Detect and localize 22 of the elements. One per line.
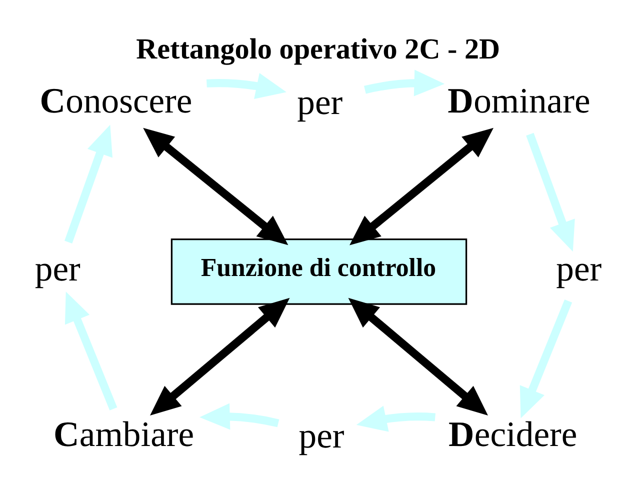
node-text: Dominare xyxy=(448,80,590,120)
arrow xyxy=(206,73,286,99)
arrow xyxy=(526,132,575,252)
diagram-title: Rettangolo operativo 2C - 2D xyxy=(136,34,500,66)
node-text: per xyxy=(297,82,343,122)
node-text: per xyxy=(34,248,80,289)
arrow xyxy=(64,292,118,410)
arrow xyxy=(143,128,288,246)
node-text: per xyxy=(556,248,602,289)
arrow xyxy=(364,70,445,96)
arrow xyxy=(520,299,572,418)
arrow xyxy=(356,406,436,432)
node-text: Cambiare xyxy=(54,414,194,454)
node-text: Conoscere xyxy=(40,80,192,120)
arrow xyxy=(200,403,280,430)
arrow xyxy=(150,298,290,416)
arrow xyxy=(64,124,112,244)
arrow xyxy=(348,298,488,416)
arrow xyxy=(350,128,494,246)
node-box: Funzione di controllo xyxy=(170,238,468,305)
node-text: per xyxy=(298,415,344,456)
node-text: Decidere xyxy=(448,414,578,454)
